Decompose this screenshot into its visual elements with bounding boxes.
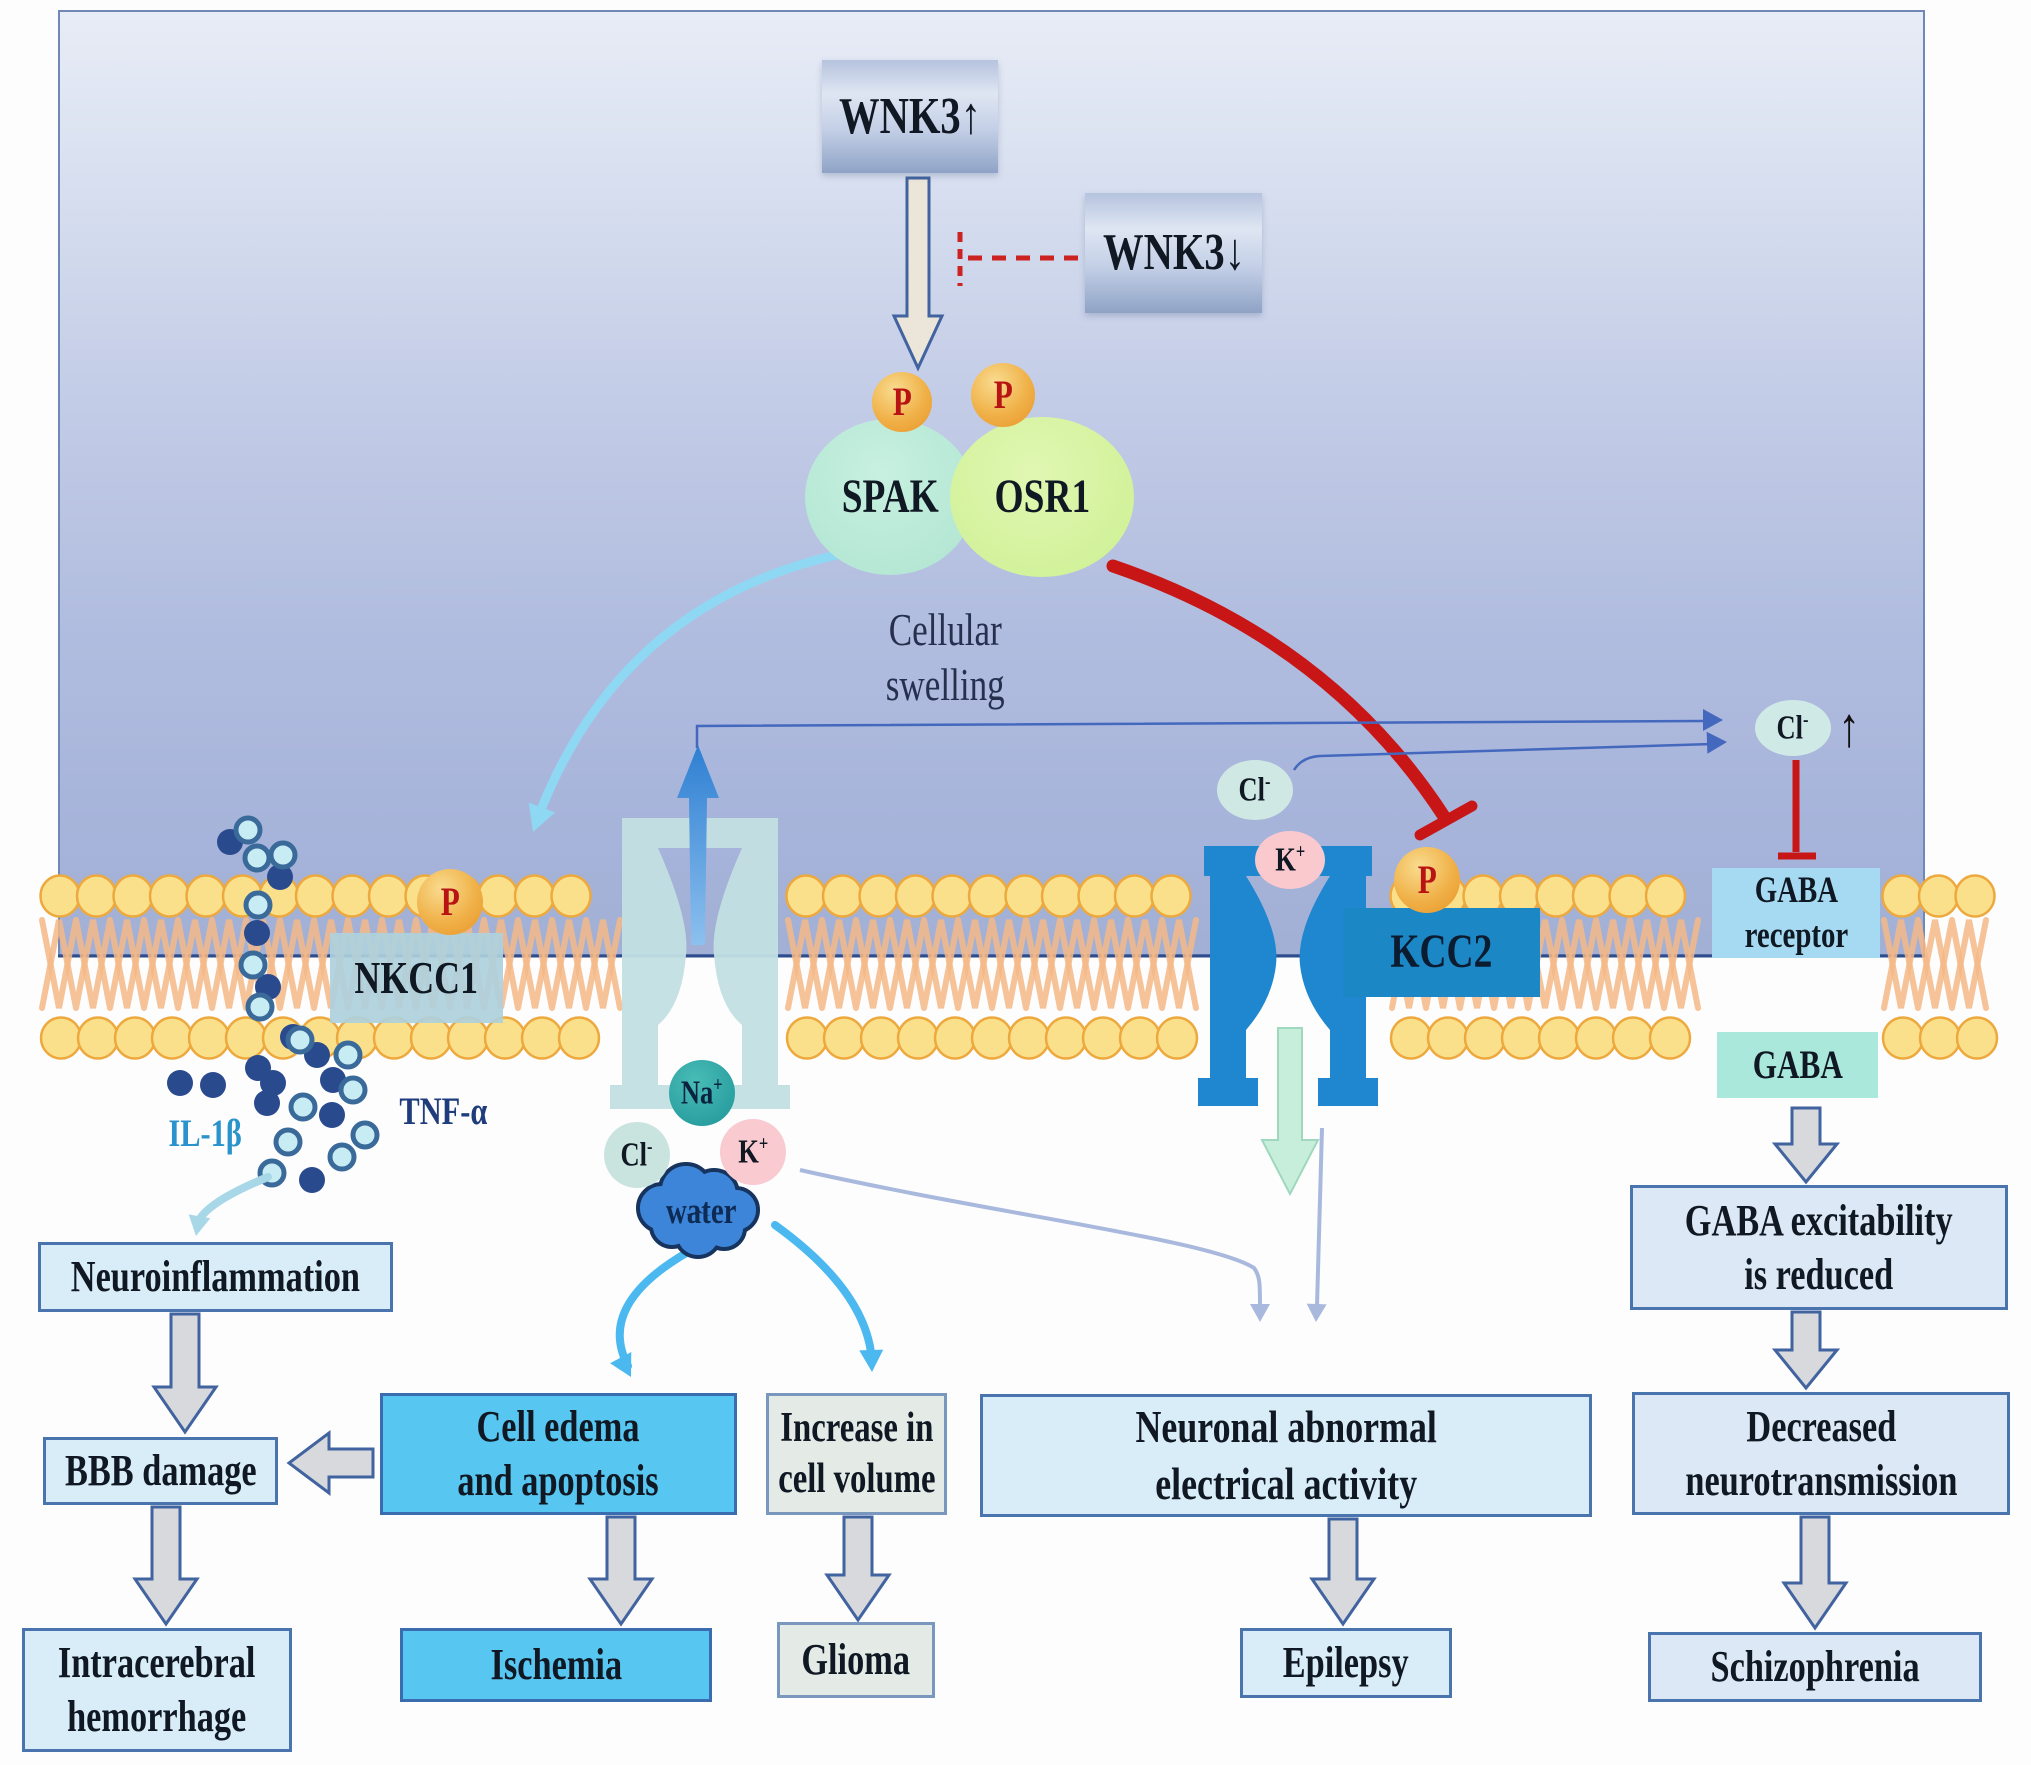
cellular-swelling-label: Cellular swelling xyxy=(835,583,1055,733)
increase-cell-volume-label: Increase in cell volume xyxy=(777,1404,936,1502)
ion-influx-arrow xyxy=(677,745,719,945)
ischemia-label: Ischemia xyxy=(490,1640,622,1690)
nkcc1-channel xyxy=(610,818,790,1109)
spak-nkcc1-curve xyxy=(528,548,851,832)
schizophrenia-box: Schizophrenia xyxy=(1648,1632,1982,1702)
decreased-neurotransmission-label: Decreased neurotransmission xyxy=(1684,1401,1958,1505)
phospho-kcc2: P xyxy=(1394,847,1460,913)
cellular-swelling-text: Cellular swelling xyxy=(885,605,1005,710)
gaba-receptor-label: GABA receptor xyxy=(1744,869,1848,956)
wnk3-up-label: WNK3↑ xyxy=(839,87,981,145)
water-text: water xyxy=(665,1191,737,1233)
cl-gaba-inhibition xyxy=(1778,760,1816,860)
neuroinflammation-box: Neuroinflammation xyxy=(38,1242,393,1312)
cl-increase-arrow: ↑ xyxy=(1826,694,1872,762)
cytokine-arrow xyxy=(188,1173,272,1236)
gaba-excitability-label: GABA excitability is reduced xyxy=(1685,1195,1953,1299)
phospho-spak: P xyxy=(872,372,932,432)
wnk3-down-label: WNK3↓ xyxy=(1102,224,1245,282)
kcc2-node: KCC2 xyxy=(1343,908,1540,997)
increase-cell-volume-box: Increase in cell volume xyxy=(766,1393,947,1515)
phospho-label: P xyxy=(892,378,912,424)
gaba-receptor-node: GABA receptor xyxy=(1712,868,1880,958)
tnfa-text: TNF-α xyxy=(399,1090,487,1134)
neuronal-input-arrows xyxy=(799,1127,1327,1322)
phospho-nkcc1: P xyxy=(417,869,483,935)
osr1-kcc2-inhibition xyxy=(1106,559,1478,841)
nkcc1-label: NKCC1 xyxy=(354,951,479,1003)
spak-node: SPAK xyxy=(805,419,975,575)
neuronal-abnormal-label: Neuronal abnormal electrical activity xyxy=(1135,1401,1437,1509)
neuronal-abnormal-box: Neuronal abnormal electrical activity xyxy=(980,1394,1592,1517)
phospho-label: P xyxy=(993,371,1013,417)
wnk3-down-node: WNK3↓ xyxy=(1085,193,1262,313)
osr1-label: OSR1 xyxy=(994,469,1090,523)
bbb-damage-label: BBB damage xyxy=(64,1446,257,1496)
il1b-label: IL-1β xyxy=(140,1112,270,1156)
up-trend-glyph: ↑ xyxy=(1838,696,1860,759)
k-ion-label: K+ xyxy=(737,1131,769,1171)
na-ion: Na+ xyxy=(669,1060,735,1126)
water-label: water xyxy=(655,1190,747,1234)
gaba-label: GABA xyxy=(1752,1041,1843,1087)
kcc2-efflux-arrow xyxy=(1260,1027,1320,1197)
neuroinflammation-label: Neuroinflammation xyxy=(70,1252,361,1302)
epilepsy-label: Epilepsy xyxy=(1283,1638,1409,1688)
cl-accumulation-lines xyxy=(695,709,1727,771)
phospho-label: P xyxy=(1417,856,1437,902)
phospho-osr1: P xyxy=(971,363,1035,427)
decreased-neurotransmission-box: Decreased neurotransmission xyxy=(1632,1392,2010,1515)
k-ion-nkcc1: K+ xyxy=(720,1119,786,1185)
cl-ion-raised: Cl- xyxy=(1755,700,1831,756)
k-ion-kcc2: K+ xyxy=(1255,831,1325,889)
ischemia-box: Ischemia xyxy=(400,1628,712,1702)
intracerebral-hemorrhage-label: Intracerebral hemorrhage xyxy=(58,1638,256,1741)
epilepsy-box: Epilepsy xyxy=(1240,1628,1452,1698)
schizophrenia-label: Schizophrenia xyxy=(1710,1642,1920,1692)
osr1-node: OSR1 xyxy=(950,417,1134,577)
cytokine-dots xyxy=(167,815,380,1193)
cell-edema-box: Cell edema and apoptosis xyxy=(380,1393,737,1515)
glioma-box: Glioma xyxy=(777,1622,935,1698)
k-ion-label: K+ xyxy=(1274,839,1306,879)
spak-label: SPAK xyxy=(841,469,939,523)
tnfa-label: TNF-α xyxy=(368,1090,518,1134)
cl-ion-label: Cl- xyxy=(620,1134,654,1174)
phospho-label: P xyxy=(440,878,460,924)
water-outcome-arrows xyxy=(610,1221,884,1377)
water-cloud xyxy=(636,1162,760,1259)
gaba-node: GABA xyxy=(1717,1032,1878,1098)
cell-edema-label: Cell edema and apoptosis xyxy=(457,1402,660,1505)
cl-ion-label: Cl- xyxy=(1238,769,1272,809)
intracerebral-hemorrhage-box: Intracerebral hemorrhage xyxy=(22,1628,292,1752)
gaba-excitability-box: GABA excitability is reduced xyxy=(1630,1185,2008,1310)
il1b-text: IL-1β xyxy=(168,1112,242,1156)
wnk3-down-inhibition xyxy=(957,232,1078,286)
cl-ion-label: Cl- xyxy=(1776,707,1810,747)
wnk3-up-node: WNK3↑ xyxy=(822,60,998,173)
na-ion-label: Na+ xyxy=(681,1072,723,1112)
kcc2-label: KCC2 xyxy=(1390,925,1493,979)
cl-ion-nkcc1: Cl- xyxy=(604,1122,670,1188)
glioma-label: Glioma xyxy=(801,1635,911,1685)
flow-arrows xyxy=(132,176,1849,1631)
nkcc1-node: NKCC1 xyxy=(330,933,503,1023)
cl-ion-kcc2: Cl- xyxy=(1217,760,1293,820)
bbb-damage-box: BBB damage xyxy=(43,1437,278,1505)
